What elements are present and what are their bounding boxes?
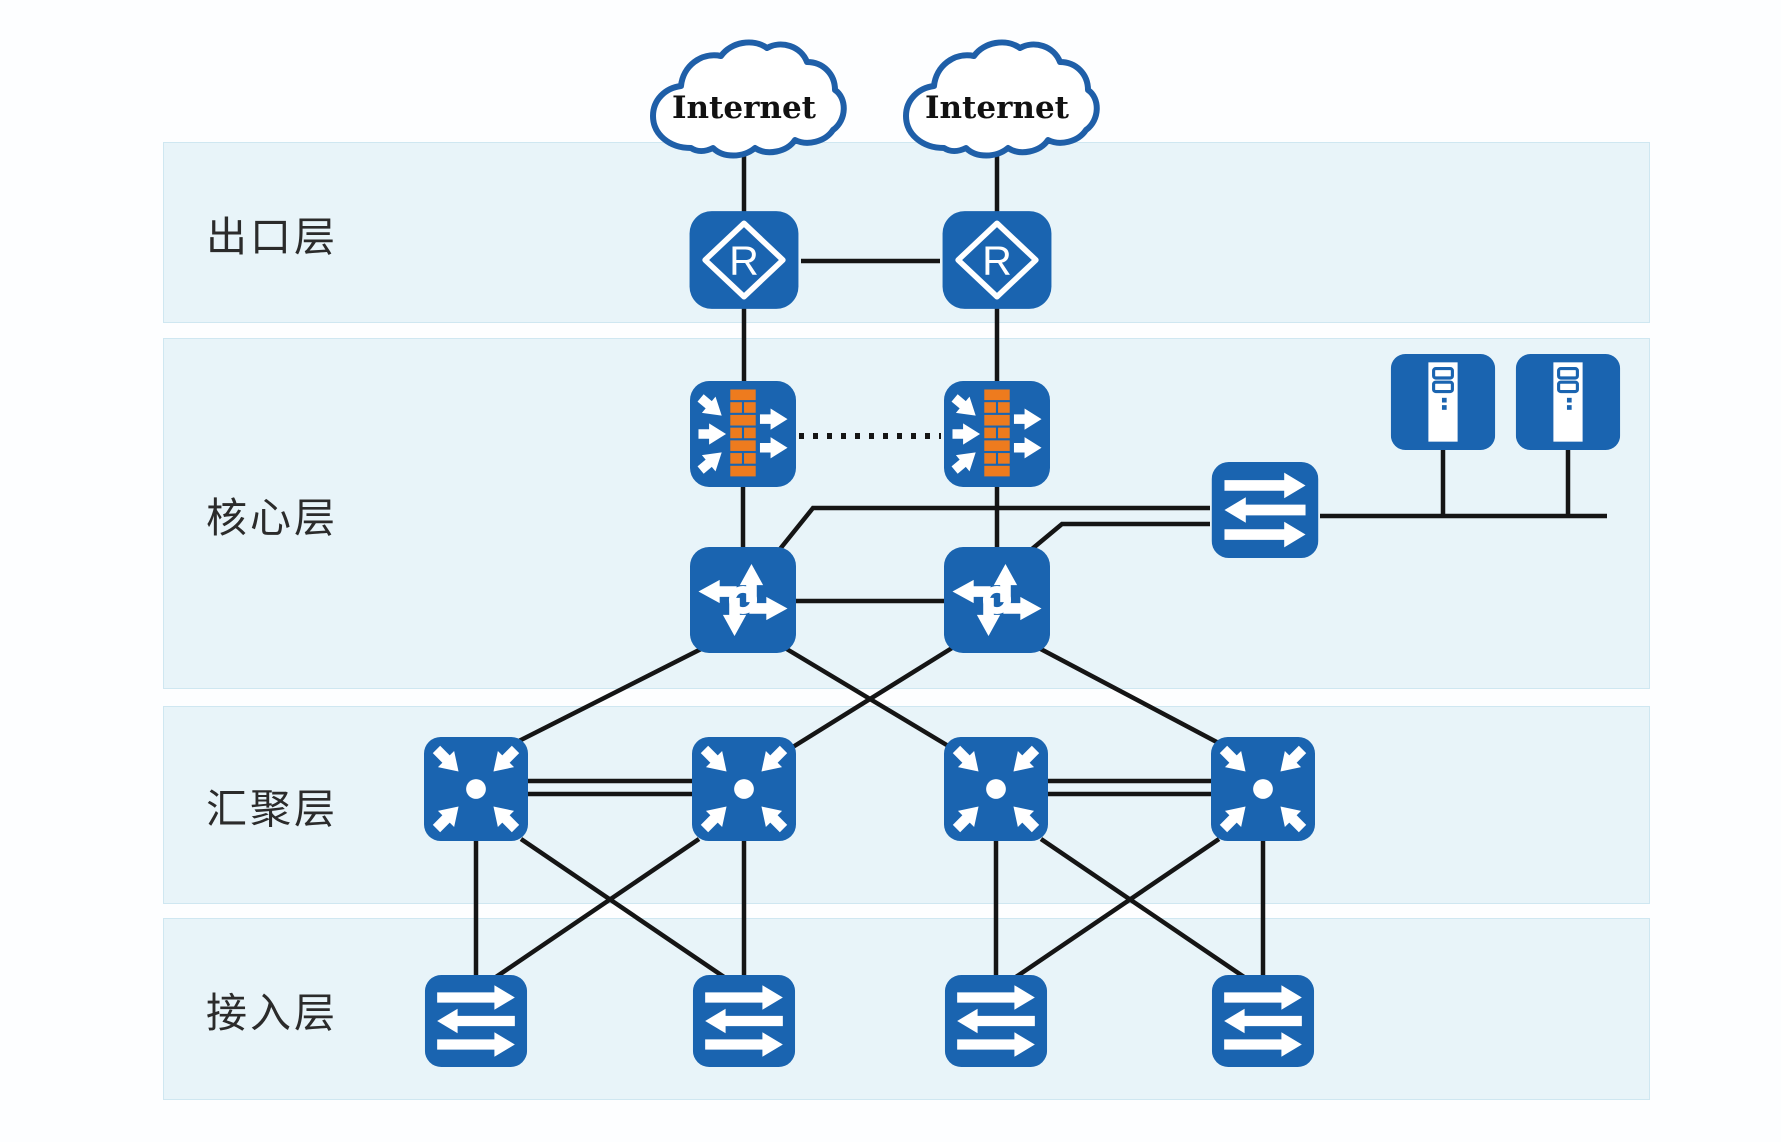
aggregation-switch-icon bbox=[424, 737, 528, 841]
core-switch-2 bbox=[944, 547, 1050, 653]
server-access-switch bbox=[1208, 462, 1322, 558]
link-core1-serverswitch bbox=[778, 505, 1210, 551]
l2-switch-icon bbox=[1212, 462, 1319, 558]
core-switch-1 bbox=[690, 547, 796, 653]
internet-cloud-1: Internet bbox=[639, 36, 849, 168]
router-2-letter: R bbox=[982, 237, 1012, 283]
access-switch-3 bbox=[943, 975, 1049, 1067]
internet-cloud-1-label: Internet bbox=[672, 90, 817, 126]
aggregation-switch-icon bbox=[1211, 737, 1315, 841]
l2-switch-icon bbox=[425, 975, 527, 1067]
firewall-2 bbox=[943, 381, 1051, 487]
server-2 bbox=[1515, 354, 1621, 450]
layer-label-access: 接入层 bbox=[206, 990, 338, 1036]
link-agg2-access1 bbox=[491, 837, 701, 981]
l3-switch-icon bbox=[944, 547, 1050, 653]
layer-label-core: 核心层 bbox=[206, 494, 338, 541]
aggregation-switch-1 bbox=[424, 737, 528, 841]
aggregation-switch-4 bbox=[1211, 737, 1315, 841]
server-1 bbox=[1390, 354, 1496, 450]
server-icon bbox=[1516, 354, 1620, 450]
link-core2-agg2 bbox=[786, 646, 954, 752]
server-icon bbox=[1391, 354, 1495, 450]
aggregation-switch-3 bbox=[944, 737, 1048, 841]
l2-switch-icon bbox=[945, 975, 1047, 1067]
access-switch-1 bbox=[423, 975, 529, 1067]
layer-band-access: 接入层 bbox=[163, 918, 1650, 1100]
l2-switch-icon bbox=[1212, 975, 1314, 1067]
link-agg1-access2 bbox=[519, 837, 729, 981]
firewall-1 bbox=[689, 381, 797, 487]
aggregation-switch-icon bbox=[692, 737, 796, 841]
link-core1-agg1 bbox=[507, 643, 709, 749]
router-1-letter: R bbox=[729, 237, 759, 283]
router-2: R bbox=[940, 210, 1054, 310]
link-core2-agg4 bbox=[1033, 644, 1230, 750]
aggregation-switch-2 bbox=[692, 737, 796, 841]
l3-switch-icon bbox=[690, 547, 796, 653]
firewall-icon bbox=[690, 381, 796, 487]
firewall-icon bbox=[944, 381, 1050, 487]
internet-cloud-2: Internet bbox=[892, 36, 1102, 168]
access-switch-2 bbox=[691, 975, 797, 1067]
aggregation-switch-icon bbox=[944, 737, 1048, 841]
internet-cloud-2-label: Internet bbox=[925, 90, 1070, 126]
link-core2-serverswitch bbox=[1030, 521, 1210, 551]
access-switch-4 bbox=[1210, 975, 1316, 1067]
l2-switch-icon bbox=[693, 975, 795, 1067]
link-agg3-access4 bbox=[1039, 837, 1249, 981]
router-1: R bbox=[687, 210, 801, 310]
link-agg4-access3 bbox=[1011, 837, 1221, 981]
layer-band-egress: 出口层 bbox=[163, 142, 1650, 323]
layer-label-egress: 出口层 bbox=[206, 213, 338, 260]
layer-label-aggregation: 汇聚层 bbox=[206, 786, 338, 832]
layer-band-aggregation: 汇聚层 bbox=[163, 706, 1650, 904]
